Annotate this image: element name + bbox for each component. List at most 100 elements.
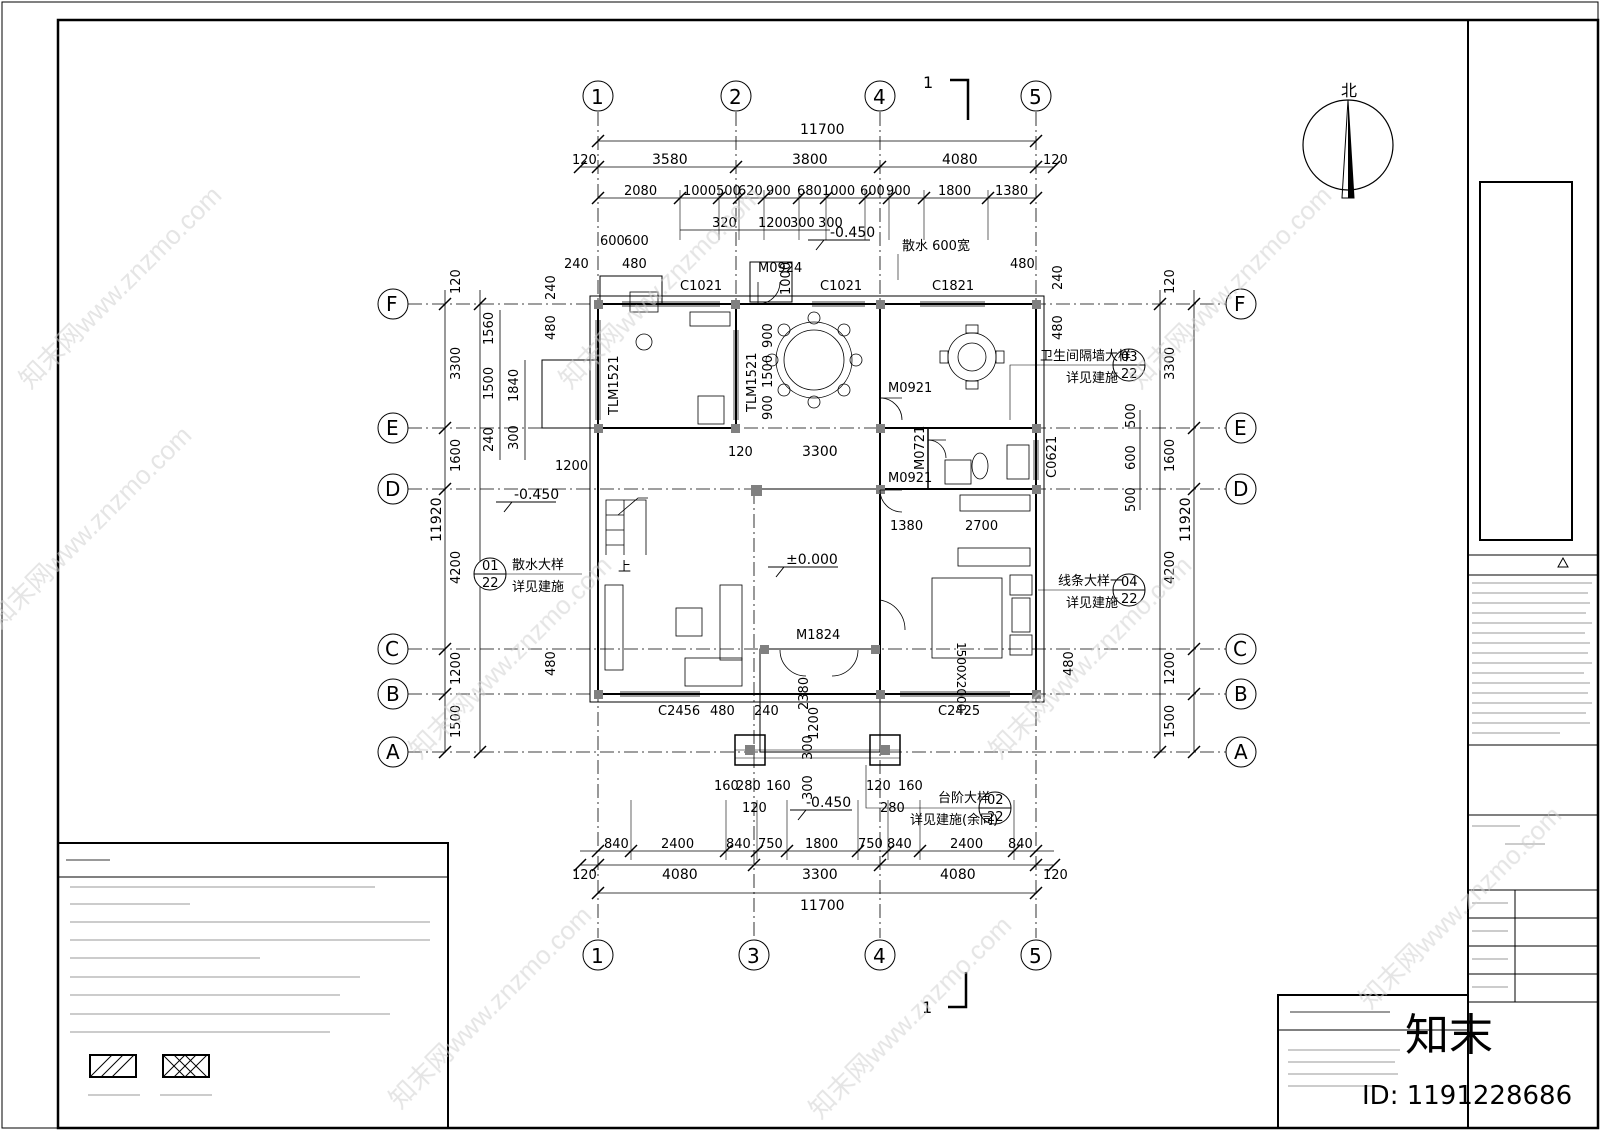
dim-top-sub-1: 1000 — [683, 184, 716, 199]
svg-text:1000: 1000 — [779, 262, 794, 295]
svg-text:散水大样: 散水大样 — [512, 558, 564, 573]
dim-bottom-main-1: 4080 — [662, 867, 698, 883]
axis-label-row-E-left: E — [386, 416, 399, 440]
svg-text:04: 04 — [1121, 575, 1138, 590]
svg-text:22: 22 — [1121, 367, 1138, 382]
svg-text:120: 120 — [728, 445, 753, 460]
dim-left-row-2: 1600 — [449, 439, 464, 472]
dim-top-small-3: 300 — [818, 216, 843, 231]
label-m0721: M0721 — [913, 426, 928, 470]
dim-right-inner-2: 500 — [1124, 487, 1139, 512]
svg-text:600: 600 — [600, 234, 625, 249]
design-notes-box — [57, 842, 449, 1129]
axis-bubbles-top — [582, 80, 1052, 112]
svg-text:1200: 1200 — [555, 459, 588, 474]
svg-text:22: 22 — [987, 810, 1004, 825]
axis-label-bottom-5: 5 — [1029, 944, 1042, 968]
dim-bottom-sub-4: 1800 — [805, 837, 838, 852]
building-walls — [541, 261, 1045, 766]
svg-text:3300: 3300 — [802, 444, 838, 460]
axis-bubbles-rows — [377, 288, 1257, 768]
svg-text:240: 240 — [564, 257, 589, 272]
dim-right-inner-0: 500 — [1124, 403, 1139, 428]
svg-text:280: 280 — [736, 779, 761, 794]
dim-right-row-0: 120 — [1163, 269, 1178, 294]
dim-right-inner-5: 480 — [1051, 315, 1066, 340]
detail-ref-01: 01 22 散水大样 详见建施 — [473, 557, 582, 595]
svg-text:知末网www.znzmo.com: 知末网www.znzmo.com — [0, 420, 197, 634]
svg-text:知末网www.znzmo.com: 知末网www.znzmo.com — [13, 180, 227, 394]
level-top: -0.450 — [830, 225, 875, 241]
svg-text:知末网www.znzmo.com: 知末网www.znzmo.com — [1123, 180, 1337, 394]
section-cut-marks — [948, 78, 970, 1009]
dim-right-row-3: 4200 — [1163, 551, 1178, 584]
svg-text:120: 120 — [866, 779, 891, 794]
axis-bubbles-bottom — [582, 939, 1052, 971]
label-c0621: C0621 — [1045, 436, 1060, 478]
svg-text:03: 03 — [1121, 350, 1138, 365]
title-block-notes — [1472, 582, 1592, 988]
dim-top-sub-2: 500 — [716, 184, 741, 199]
label-tlm1521-b: TLM1521 — [745, 353, 760, 413]
dim-left-inner-6: 480 — [544, 651, 559, 676]
label-tlm1521-a: TLM1521 — [607, 356, 622, 416]
label-m0924: M0924 — [758, 261, 802, 276]
label-c2425: C2425 — [938, 704, 980, 719]
dim-bottom-sub-0: 840 — [604, 837, 629, 852]
dim-left-row-5: 1500 — [449, 705, 464, 738]
label-sanshui: 散水 600宽 — [902, 238, 970, 254]
dim-left-row-0: 120 — [449, 269, 464, 294]
svg-text:160: 160 — [714, 779, 739, 794]
axis-label-row-C-left: C — [385, 637, 399, 661]
label-c1021-b: C1021 — [820, 279, 862, 294]
dim-top-main-1: 3580 — [652, 152, 688, 168]
dim-top-main-2: 3800 — [792, 152, 828, 168]
dim-left-total: 11920 — [429, 497, 445, 542]
dim-top-sub-4: 900 — [766, 184, 791, 199]
watermark-logo: 知末 — [1405, 1010, 1493, 1061]
dim-bottom-main-2: 3300 — [802, 867, 838, 883]
dim-top-sub-10: 1380 — [995, 184, 1028, 199]
doors — [757, 281, 947, 677]
svg-text:900: 900 — [761, 395, 776, 420]
svg-text:01: 01 — [482, 559, 499, 574]
svg-text:知末网www.znzmo.com: 知末网www.znzmo.com — [403, 550, 617, 764]
axis-label-row-C-right: C — [1233, 637, 1247, 661]
svg-text:900: 900 — [761, 323, 776, 348]
watermark-id: ID: 1191228686 — [1362, 1081, 1572, 1111]
svg-text:160: 160 — [898, 779, 923, 794]
dim-top-main-4: 120 — [1043, 153, 1068, 168]
dim-bottom-sub-2: 840 — [726, 837, 751, 852]
axis-grid-lines — [408, 112, 1226, 938]
level-left: -0.450 — [514, 487, 559, 503]
axis-label-bottom-3: 3 — [747, 944, 760, 968]
label-m1824: M1824 — [796, 628, 840, 643]
svg-text:480: 480 — [622, 257, 647, 272]
svg-text:480: 480 — [1010, 257, 1035, 272]
interior-dimensions: 600 600 480 240 120 1200 900 1500 900 10… — [555, 234, 1035, 816]
svg-text:详见建施: 详见建施 — [1066, 371, 1118, 386]
dim-right-row-4: 1200 — [1163, 652, 1178, 685]
axis-label-row-B-left: B — [386, 682, 400, 706]
furniture — [604, 291, 1033, 687]
detail-ref-02: 02 22 台阶大样 详见建施(余同) — [865, 765, 1012, 828]
svg-text:22: 22 — [1121, 592, 1138, 607]
svg-text:02: 02 — [987, 793, 1004, 808]
dim-top-sub-3: 620 — [738, 184, 763, 199]
axis-label-row-F-right: F — [1234, 292, 1246, 316]
dim-left-inner-1: 1500 — [482, 367, 497, 400]
level-marks — [496, 239, 870, 821]
label-m0921-b: M0921 — [888, 471, 932, 486]
dim-top-main-0: 120 — [572, 153, 597, 168]
svg-text:480: 480 — [710, 704, 735, 719]
axis-label-bottom-4: 4 — [873, 944, 886, 968]
svg-text:160: 160 — [766, 779, 791, 794]
axis-label-top-2: 2 — [729, 85, 742, 109]
drawing-name-box — [1277, 994, 1469, 1129]
dim-top-sub-9: 1800 — [938, 184, 971, 199]
dim-total-top: 11700 — [800, 122, 845, 138]
columns — [594, 300, 1041, 755]
svg-text:2380: 2380 — [797, 677, 812, 710]
axis-label-row-D-left: D — [385, 477, 400, 501]
